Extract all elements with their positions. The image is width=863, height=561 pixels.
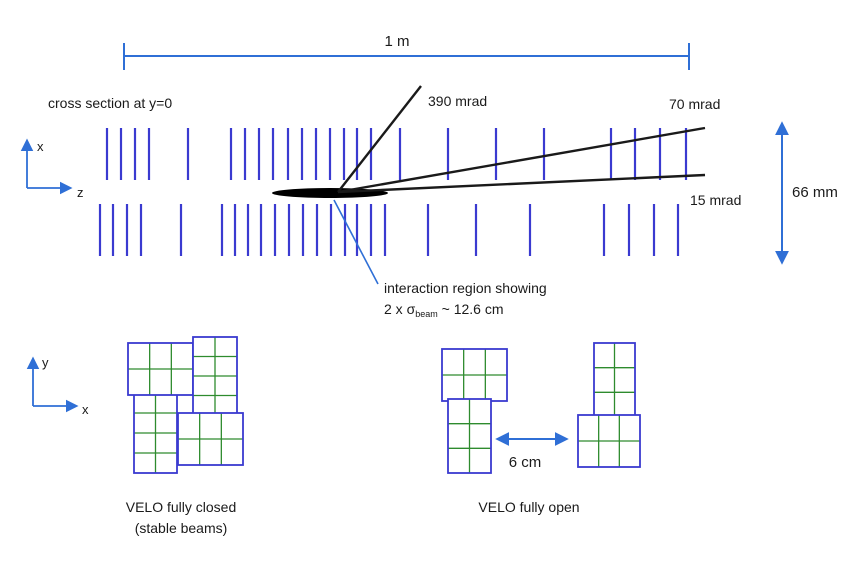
scale-label: 1 m: [384, 33, 409, 50]
interaction-label-line2: 2 x σbeam ~ 12.6 cm: [384, 301, 504, 319]
axis-x-label: x: [37, 139, 44, 154]
interaction-pointer: [333, 199, 379, 285]
acceptance-tracks: [337, 85, 706, 194]
axis-z-label: z: [77, 185, 84, 200]
angle-15-label: 15 mrad: [690, 192, 741, 208]
top-axes: x z: [20, 138, 84, 200]
gap-label: 6 cm: [509, 454, 542, 471]
angle-390-label: 390 mrad: [428, 93, 487, 109]
sensor-block: [593, 342, 636, 418]
aperture-indicator: 66 mm: [775, 121, 838, 265]
aperture-label: 66 mm: [792, 184, 838, 201]
sensor-block: [577, 414, 641, 468]
track-390-mrad: [337, 85, 422, 193]
velo-modules-bottom-half: [98, 204, 680, 256]
angle-70-label: 70 mrad: [669, 96, 720, 112]
sensor-block: [441, 348, 508, 402]
bottom-axes: y x: [26, 355, 89, 417]
track-70-mrad: [337, 126, 706, 194]
sensor-block: [192, 336, 238, 416]
axis-x-label-bottom: x: [82, 402, 89, 417]
sensor-block: [133, 392, 178, 474]
axis-y-label: y: [42, 355, 49, 370]
track-15-mrad: [337, 173, 706, 194]
scale-bar: 1 m: [123, 33, 690, 70]
velo-sensor-grids: [127, 336, 641, 474]
sensor-block: [127, 342, 194, 396]
gap-indicator: 6 cm: [495, 432, 569, 471]
velo-modules-top-half: [105, 128, 688, 180]
cross-section-label: cross section at y=0: [48, 95, 172, 111]
interaction-label-line1: interaction region showing: [384, 280, 547, 296]
closed-caption-line1: VELO fully closed: [126, 499, 237, 515]
sensor-block: [447, 398, 492, 474]
sensor-block: [177, 412, 244, 466]
open-caption: VELO fully open: [478, 499, 579, 515]
closed-caption-line2: (stable beams): [135, 520, 228, 536]
